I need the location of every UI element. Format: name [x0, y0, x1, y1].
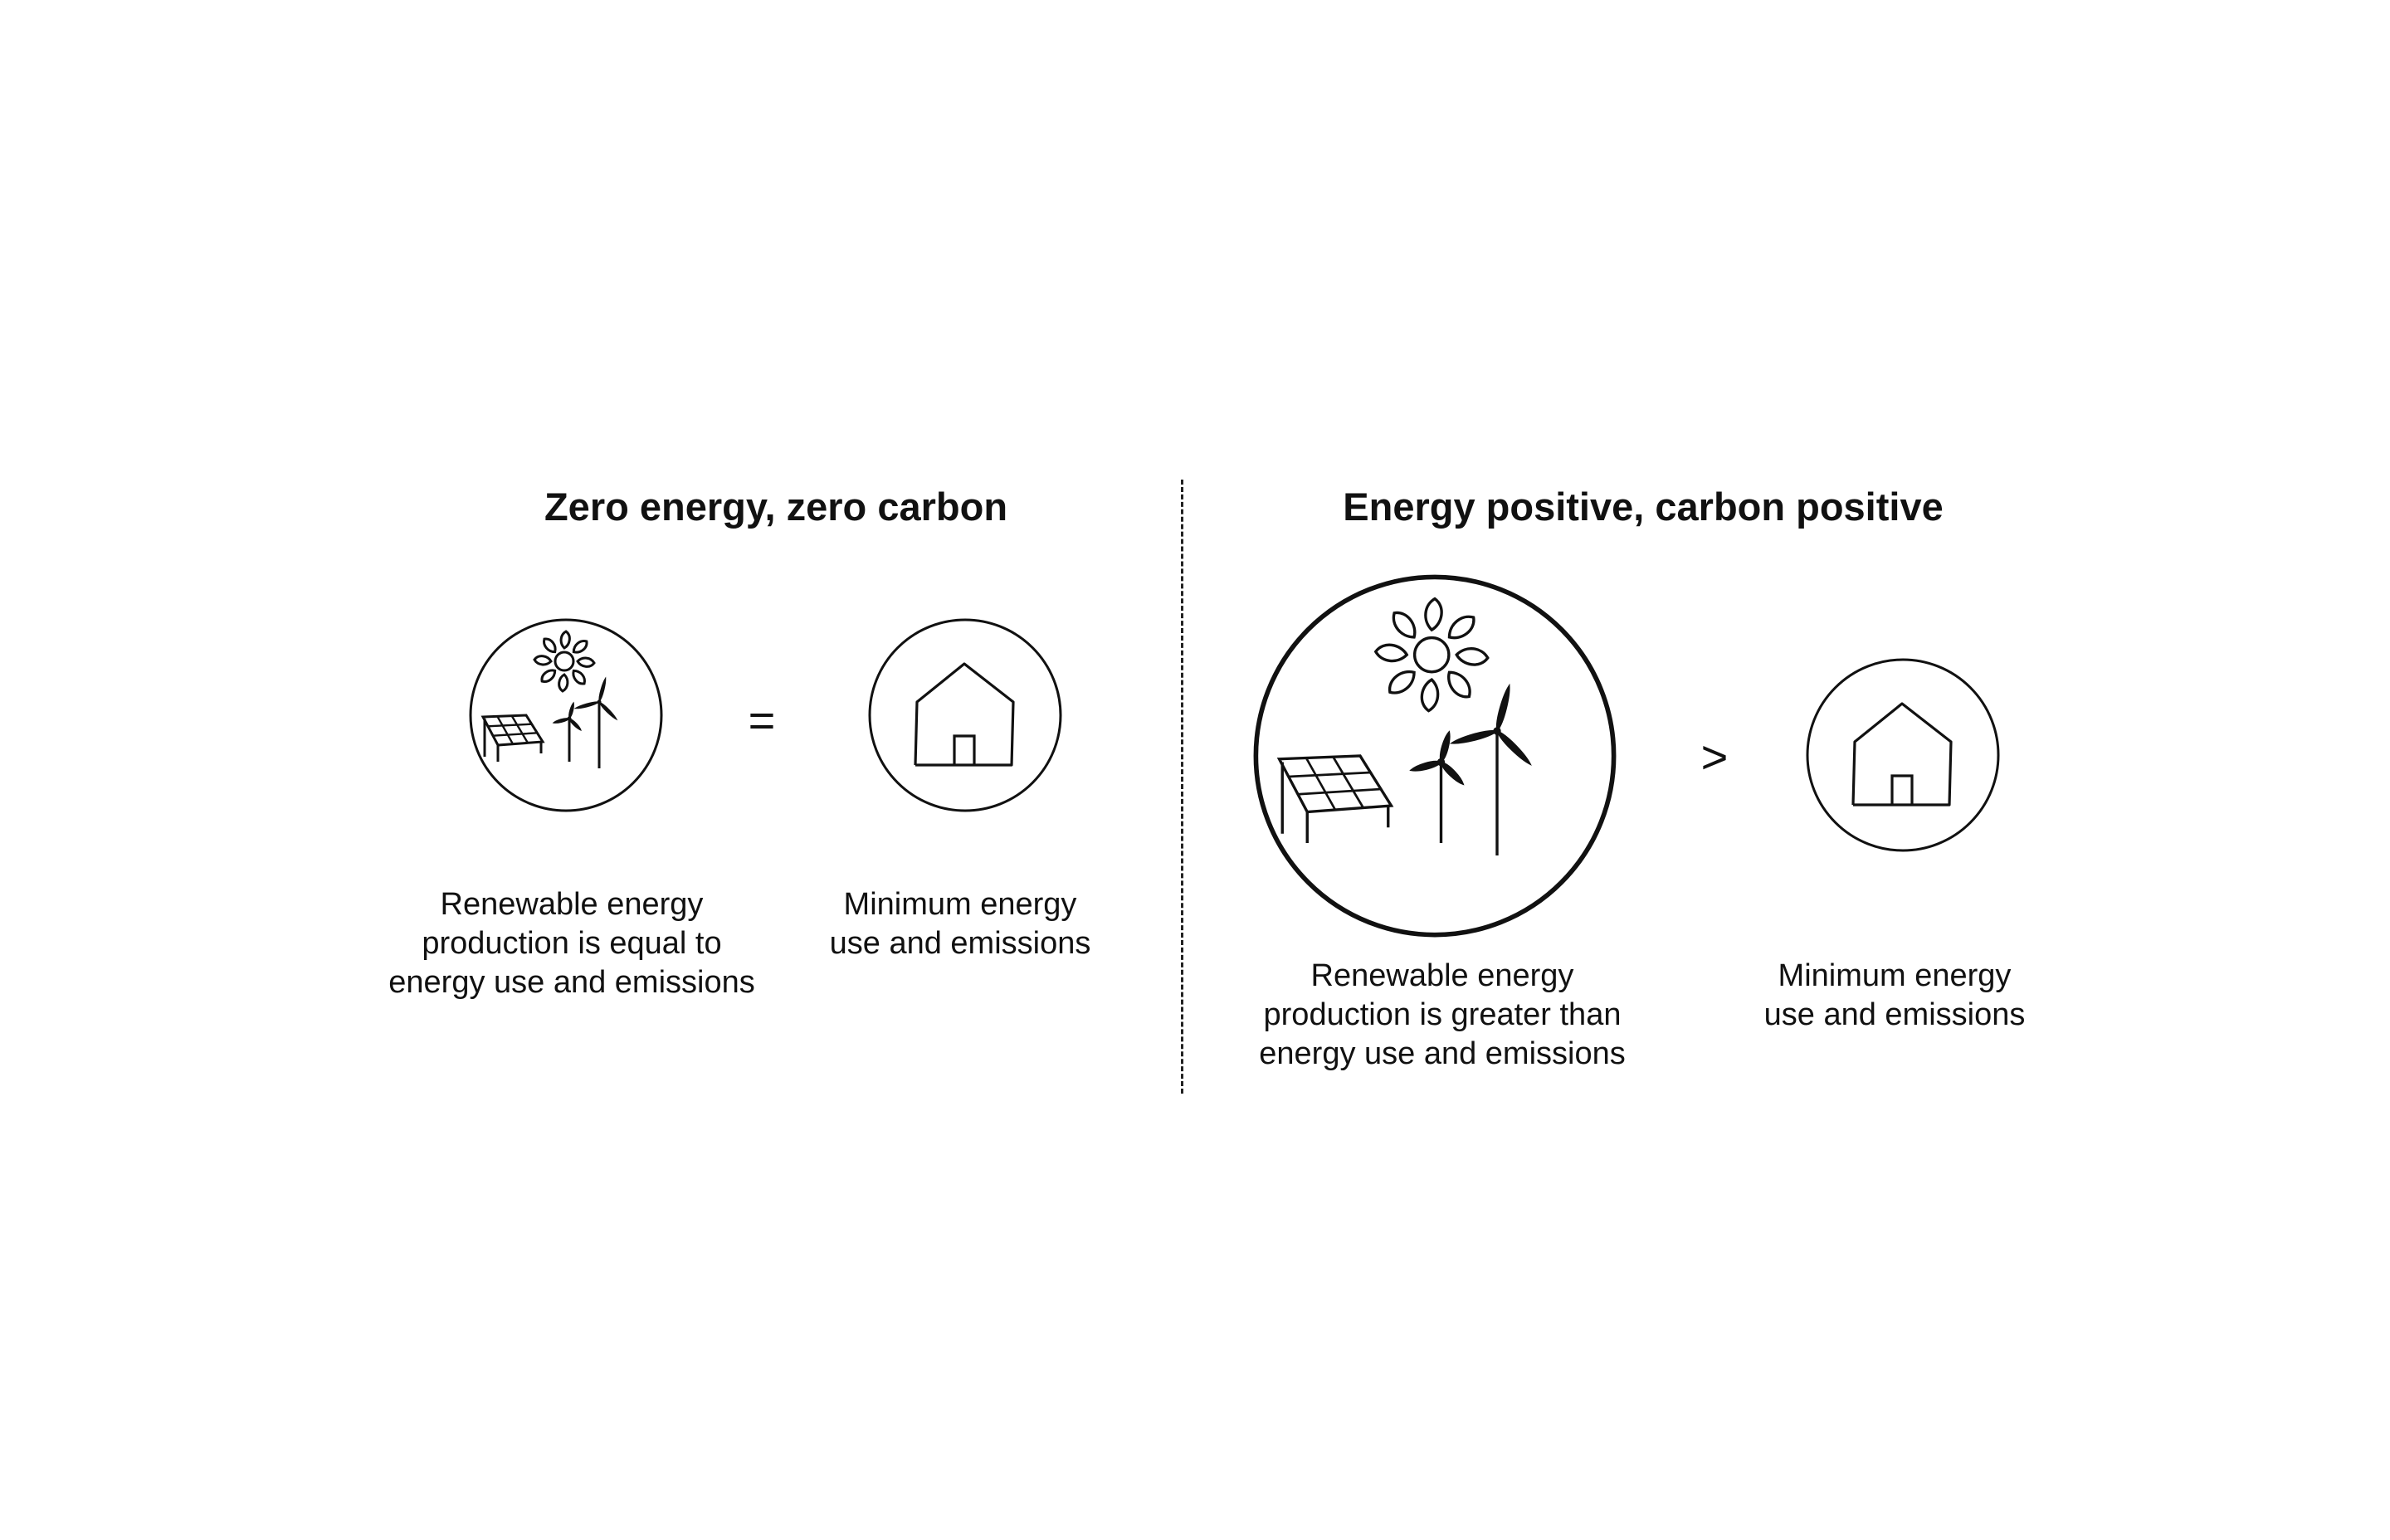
left-renewable-caption: Renewable energy production is equal to … — [388, 887, 755, 1000]
sun-icon — [533, 630, 596, 693]
wind-turbine-large-icon — [1449, 683, 1532, 855]
house-icon-small-left — [868, 618, 1062, 812]
sun-icon — [1373, 597, 1490, 713]
right-renewable-caption: Renewable energy production is greater t… — [1259, 958, 1626, 1071]
left-home-caption: Minimum energy use and emissions — [829, 887, 1091, 961]
wind-turbine-large-icon — [573, 676, 618, 768]
solar-panel-icon — [1276, 754, 1394, 843]
renewable-energy-icon-large — [1253, 574, 1617, 938]
wind-turbine-small-icon — [1409, 730, 1465, 843]
right-home-caption: Minimum energy use and emissions — [1763, 958, 2026, 1032]
renewable-energy-scene-small — [469, 618, 663, 812]
house-outline-icon — [914, 662, 1015, 767]
solar-panel-icon — [480, 714, 545, 762]
greater-than-operator: > — [1700, 730, 1729, 783]
renewable-energy-icon-small — [469, 618, 663, 812]
left-panel-title: Zero energy, zero carbon — [544, 485, 1008, 529]
house-outline-icon — [1851, 702, 1953, 807]
renewable-energy-scene-large — [1253, 574, 1617, 938]
house-icon-small-right — [1806, 658, 2000, 852]
house-scene-left — [868, 618, 1062, 812]
right-panel-title: Energy positive, carbon positive — [1343, 485, 1944, 529]
house-scene-right — [1806, 658, 2000, 852]
panel-divider — [1181, 480, 1183, 1094]
wind-turbine-small-icon — [552, 701, 582, 762]
equals-operator: = — [748, 694, 776, 747]
